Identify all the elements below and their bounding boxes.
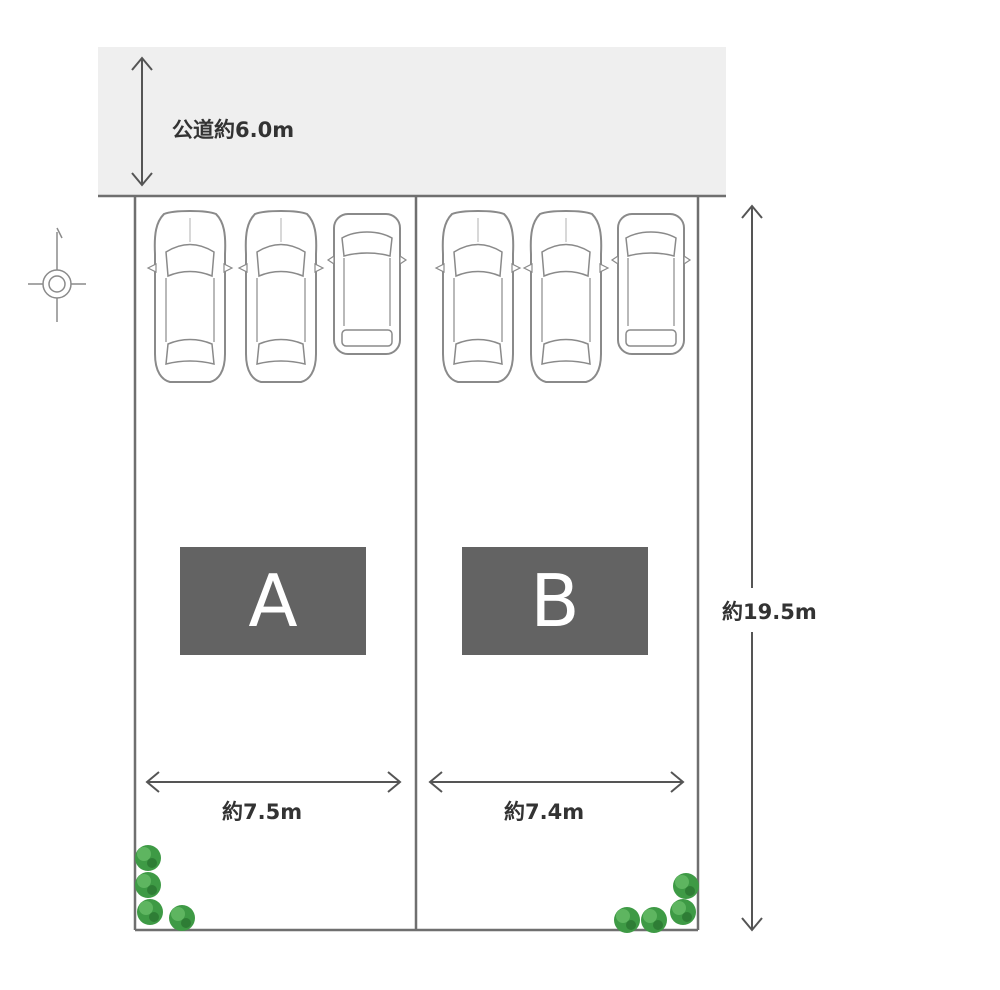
car-icon xyxy=(238,210,324,383)
lot-a-width-label: 約7.5m xyxy=(222,800,303,824)
road xyxy=(98,47,726,195)
depth-arrow xyxy=(741,204,763,932)
shrub-icon xyxy=(137,899,163,925)
car-icon xyxy=(523,210,609,383)
shrub-icon xyxy=(670,899,696,925)
shrub-icon xyxy=(135,845,161,871)
lot-b-width-arrow xyxy=(428,771,685,793)
car-icon xyxy=(435,210,521,383)
road-width-arrow xyxy=(131,56,153,187)
shrub-icon xyxy=(169,905,195,931)
lot-b-width-label: 約7.4m xyxy=(504,800,585,824)
lot-b-label: B xyxy=(462,547,648,655)
lot-a-label: A xyxy=(180,547,366,655)
car-icon xyxy=(327,213,407,355)
car-icon xyxy=(147,210,233,383)
shrub-icon xyxy=(641,907,667,933)
lot-boundaries xyxy=(133,196,700,932)
road-width-label: 公道約6.0m xyxy=(172,118,295,142)
depth-label: 約19.5m xyxy=(722,600,817,624)
lot-a-width-arrow xyxy=(145,771,402,793)
car-icon xyxy=(611,213,691,355)
shrub-icon xyxy=(614,907,640,933)
shrub-icon xyxy=(135,872,161,898)
compass-icon xyxy=(28,227,86,322)
shrub-icon xyxy=(673,873,699,899)
